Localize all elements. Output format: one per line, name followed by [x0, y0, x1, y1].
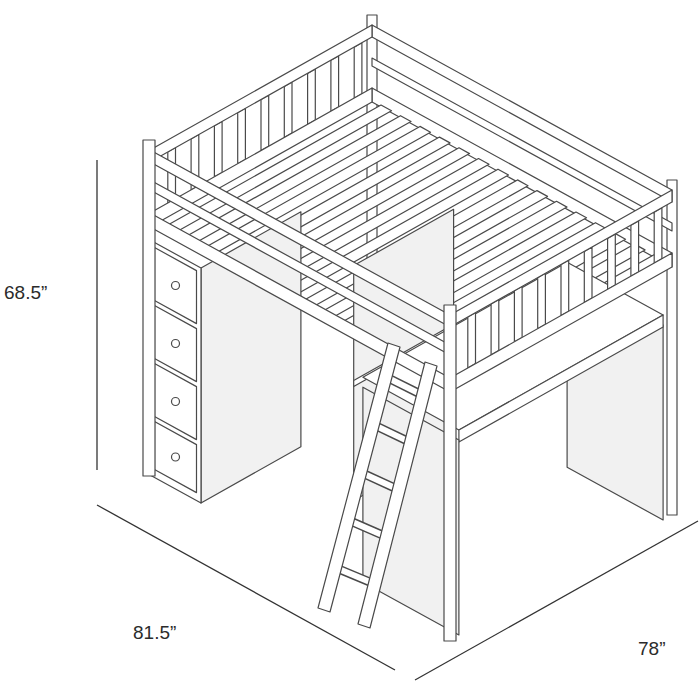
right-end-panel-part [584, 247, 592, 302]
dimension-lines-part [97, 505, 395, 670]
ladder [318, 343, 437, 628]
dimension-lines [97, 160, 698, 680]
ladder-part [318, 343, 400, 612]
dimension-lines-part [415, 521, 698, 680]
left-end-panel-part [308, 69, 316, 124]
right-end-panel-part [468, 313, 476, 368]
front-rail-part [150, 180, 450, 355]
width-dimension: 78” [638, 638, 665, 661]
left-end-panel-part [150, 25, 372, 162]
right-end-panel-part [608, 234, 616, 289]
front-posts-part [444, 305, 456, 641]
front-rail-part [150, 213, 450, 392]
left-end-panel-part [331, 56, 339, 111]
front-posts-part [143, 140, 155, 476]
desk-part [459, 315, 663, 442]
drawer-cabinet-part [150, 240, 201, 503]
drawer-cabinet-part [172, 340, 180, 348]
label-holder: 68.5” [4, 282, 47, 305]
right-end-panel [450, 190, 672, 392]
right-end-panel-part [654, 208, 662, 263]
drawer-cabinet-part [155, 422, 197, 493]
right-end-panel-part [450, 190, 672, 327]
label-holder: 78” [638, 638, 665, 661]
right-end-panel-part [631, 221, 639, 276]
drawer-cabinet-part [172, 398, 180, 406]
front-posts [143, 140, 456, 641]
left-end-panel-part [261, 95, 269, 150]
height-dimension: 68.5” [4, 282, 47, 305]
right-end-panel-part [561, 260, 569, 315]
front-rail [150, 150, 450, 392]
right-end-panel-part [450, 253, 672, 392]
left-end-panel-part [214, 121, 222, 176]
length-dimension: 81.5” [133, 622, 176, 645]
left-end-panel-part [238, 108, 246, 163]
ladder-part [358, 362, 437, 628]
label-holder: 81.5” [133, 622, 176, 645]
right-end-panel-part [514, 286, 522, 341]
dimension-lines-part [96, 160, 97, 470]
right-end-panel-part [538, 273, 546, 328]
left-end-panel-part [284, 82, 292, 137]
drawer-cabinet-part [172, 282, 180, 290]
right-end-panel-part [491, 300, 499, 355]
left-end-panel-part [354, 43, 362, 98]
drawer-cabinet-part [172, 453, 180, 461]
